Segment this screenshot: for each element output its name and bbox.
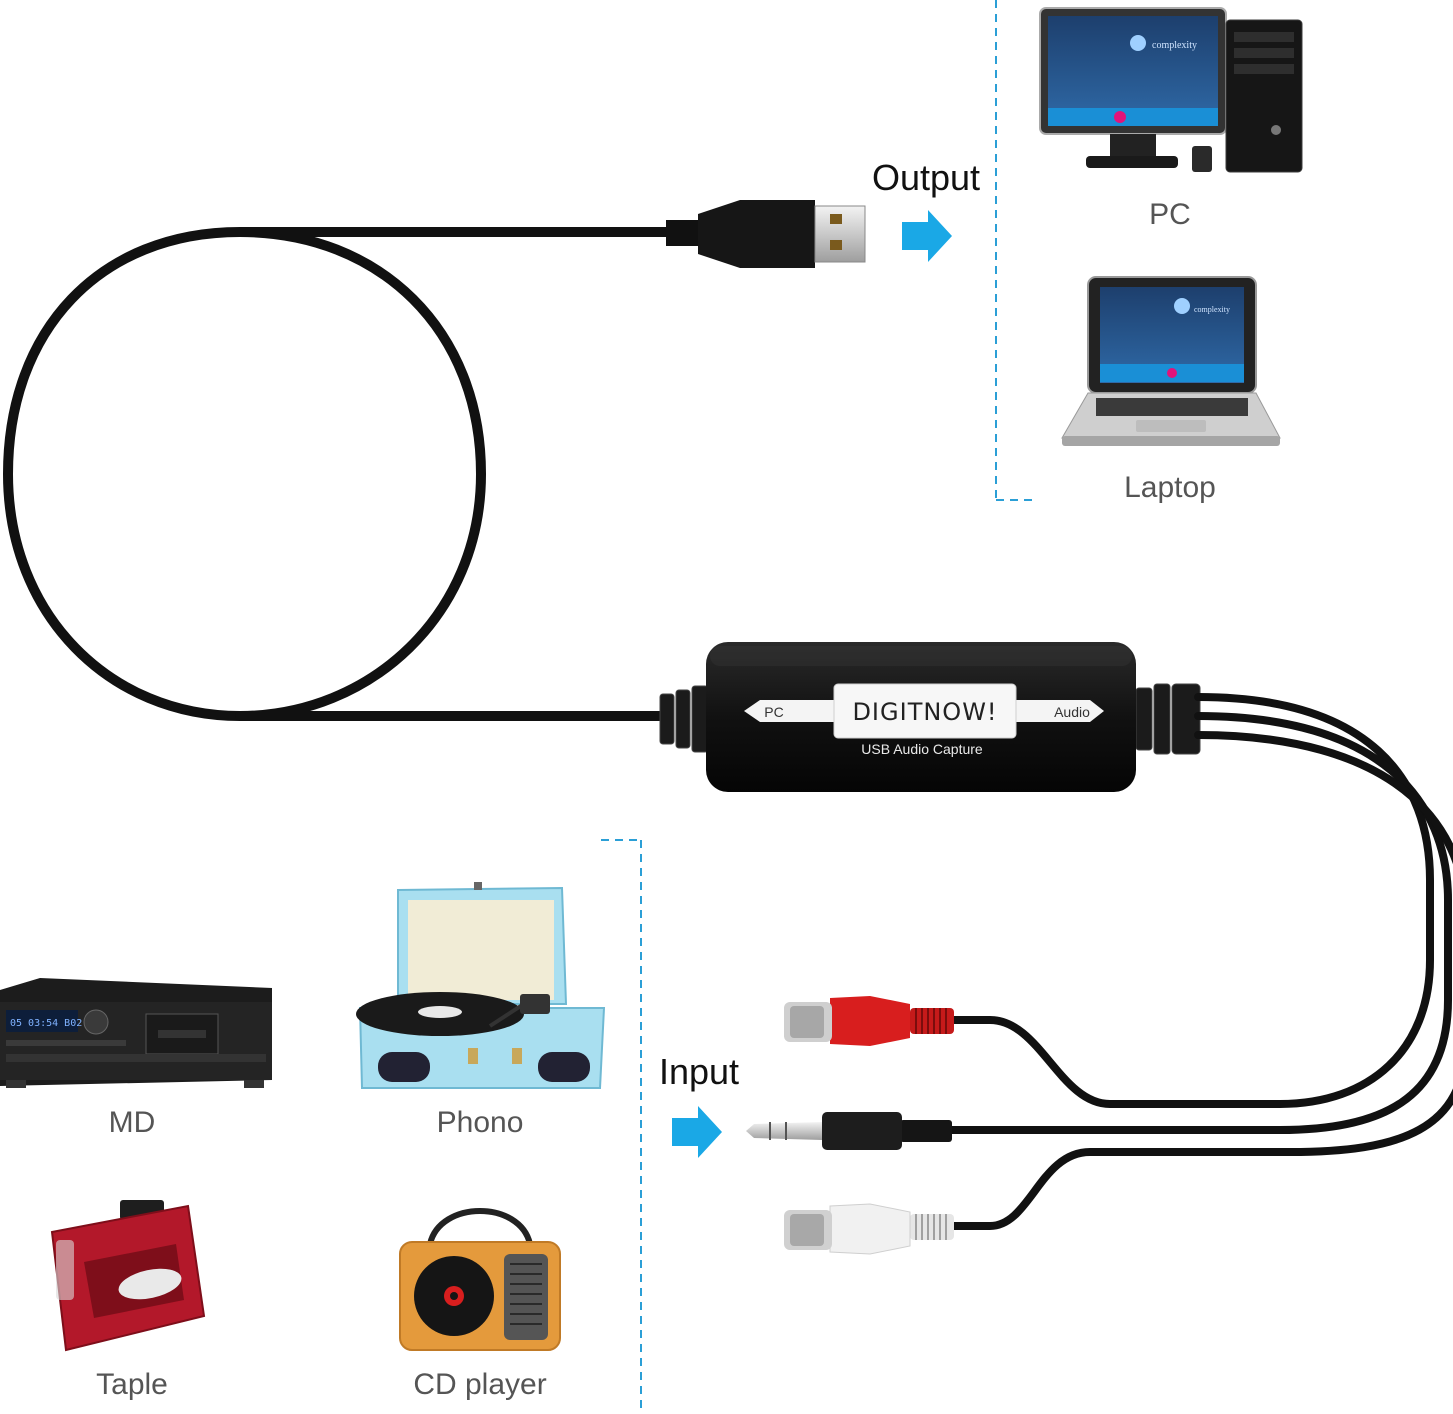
output-heading: Output [872,157,980,198]
aux-3-5mm-jack [746,1112,952,1150]
input-cables [946,693,1453,1230]
pc-label: PC [1149,198,1191,231]
phono-label: Phono [437,1106,524,1139]
capture-box-right-tag: Audio [1054,704,1090,720]
input-heading: Input [659,1051,739,1092]
input-divider [601,839,642,1414]
usb-a-plug [666,200,866,268]
capture-box [706,642,1136,792]
input-arrow-icon [672,1106,722,1158]
laptop-icon: complexity [1061,276,1281,446]
cd-player-label: CD player [413,1368,546,1401]
rca-red-connector [784,996,954,1046]
capture-box-product: USB Audio Capture [861,741,983,757]
md-label: MD [109,1106,156,1139]
laptop-label: Laptop [1124,471,1216,504]
laptop-screen-logo: complexity [1194,305,1230,314]
capture-box-brand: DIGITNOW! [852,698,997,726]
output-divider [995,0,1038,501]
svg-text:05 03:54 B02: 05 03:54 B02 [10,1018,82,1029]
turntable-icon [356,882,606,1089]
cassette-player-icon [50,1200,206,1352]
md-deck-icon: 05 03:54 B02 [0,978,272,1088]
pc-screen-logo: complexity [1152,40,1197,51]
output-arrow-icon [902,210,952,262]
usb-cable [2,227,673,722]
capture-box-left-tag: PC [764,704,783,720]
desktop-pc-icon: complexity [1039,7,1303,173]
rca-white-connector [784,1203,954,1255]
capture-box-strain-relief [659,683,1201,755]
taple-label: Taple [96,1368,168,1401]
cd-player-icon [399,1208,561,1351]
